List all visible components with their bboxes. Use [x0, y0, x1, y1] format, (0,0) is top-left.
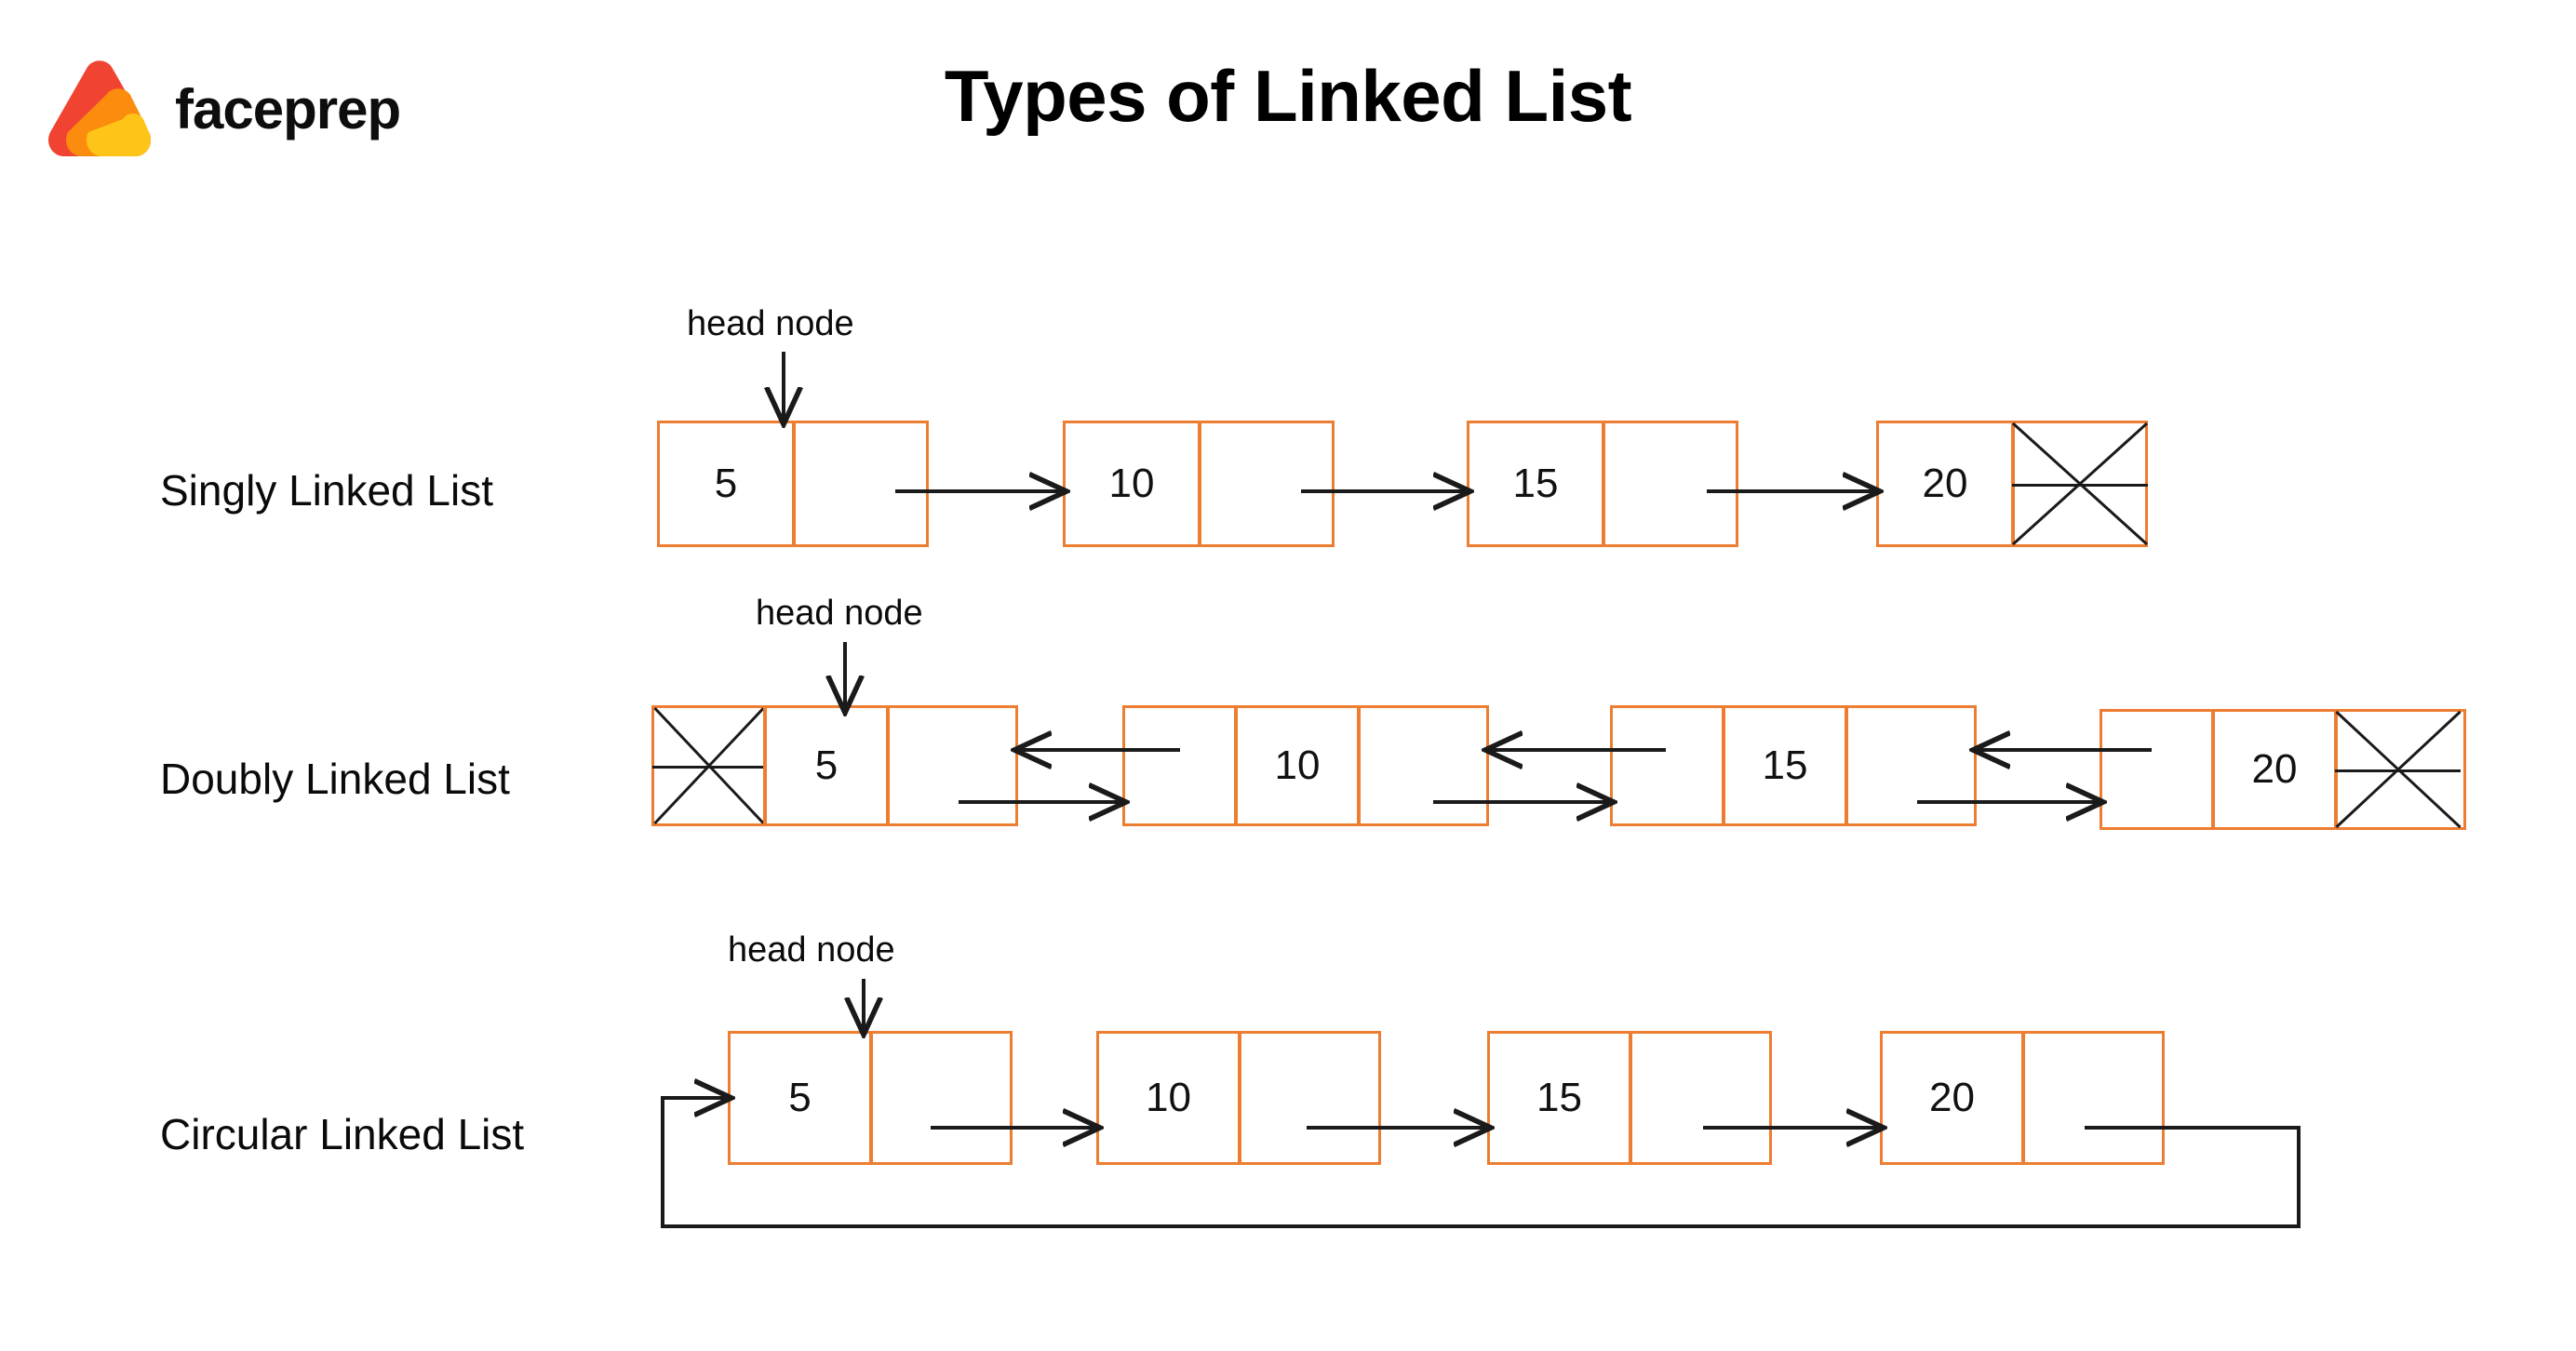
singly-node-3: 20 — [1876, 421, 2149, 547]
doubly-node-1: 10 — [1122, 705, 1489, 826]
node-next-cell — [1629, 1034, 1769, 1162]
row-label-singly-linked-list: Singly Linked List — [160, 466, 493, 515]
head-node-label-doubly: head node — [756, 594, 923, 633]
node-next-cell — [1357, 708, 1481, 823]
doubly-node-0: 5 — [651, 705, 1018, 826]
row-label-circular-linked-list: Circular Linked List — [160, 1110, 525, 1158]
circular-node-0: 5 — [728, 1031, 1013, 1165]
null-pointer-icon — [2011, 421, 2149, 546]
node-next-cell — [2021, 1034, 2162, 1162]
node-next-cell — [1845, 708, 1968, 823]
node-data-cell: 15 — [1722, 708, 1845, 823]
node-data-cell: 15 — [1490, 1034, 1629, 1162]
doubly-node-2: 15 — [1610, 705, 1977, 826]
node-prev-cell — [1125, 708, 1234, 823]
node-data-cell: 15 — [1469, 423, 1602, 544]
node-next-cell — [1602, 423, 1736, 544]
node-next-cell — [792, 423, 926, 544]
head-node-label-circular: head node — [728, 930, 895, 970]
null-pointer-icon — [651, 706, 766, 825]
node-data-cell: 10 — [1234, 708, 1357, 823]
brand-name: faceprep — [175, 78, 401, 140]
node-data-cell: 5 — [763, 708, 886, 823]
node-data-cell: 5 — [731, 1034, 869, 1162]
node-next-cell — [1198, 423, 1332, 544]
node-data-cell: 20 — [1883, 1034, 2021, 1162]
node-prev-cell — [1613, 708, 1722, 823]
circular-node-1: 10 — [1096, 1031, 1381, 1165]
singly-node-1: 10 — [1063, 421, 1335, 547]
circular-node-2: 15 — [1487, 1031, 1772, 1165]
node-prev-cell — [2102, 712, 2211, 827]
node-data-cell: 5 — [660, 423, 792, 544]
node-data-cell: 10 — [1066, 423, 1198, 544]
row-label-doubly-linked-list: Doubly Linked List — [160, 755, 510, 803]
node-data-cell: 20 — [2211, 712, 2334, 827]
page-title: Types of Linked List — [944, 55, 1632, 137]
null-pointer-icon — [2334, 710, 2462, 829]
node-next-cell — [869, 1034, 1010, 1162]
singly-node-2: 15 — [1467, 421, 1738, 547]
faceprep-triangle-logo — [47, 60, 152, 156]
circular-node-3: 20 — [1880, 1031, 2165, 1165]
doubly-node-3: 20 — [2100, 709, 2466, 830]
node-next-cell — [1238, 1034, 1378, 1162]
head-node-label-singly: head node — [687, 304, 854, 343]
singly-node-0: 5 — [657, 421, 929, 547]
brand-logo-group: faceprep — [45, 58, 401, 162]
node-data-cell: 10 — [1099, 1034, 1238, 1162]
node-next-cell — [886, 708, 1010, 823]
node-data-cell: 20 — [1879, 423, 2011, 544]
